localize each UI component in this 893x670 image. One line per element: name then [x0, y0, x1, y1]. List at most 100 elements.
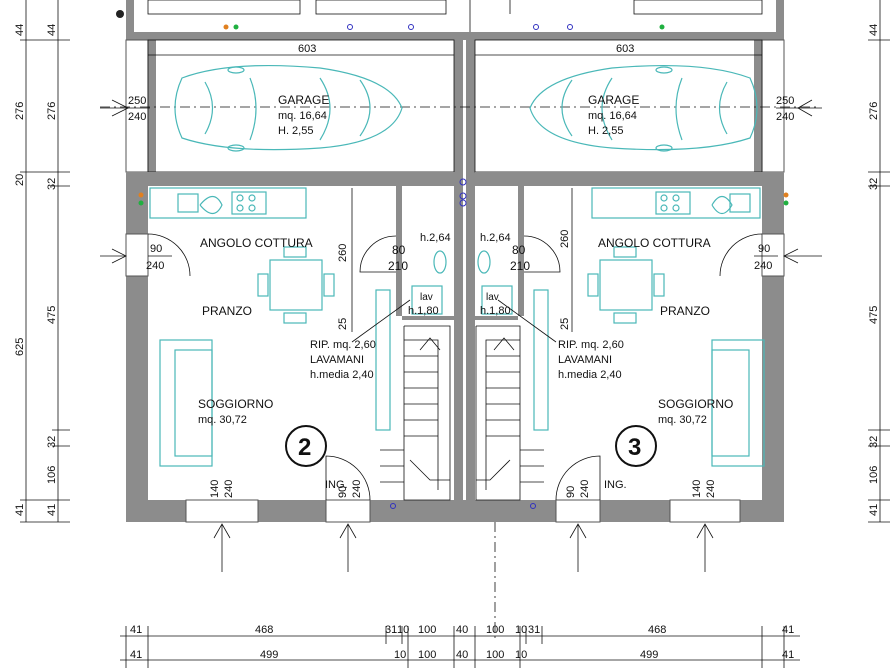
garage-width-dim-2: 603: [298, 43, 316, 55]
garage-window-h-2: 240: [128, 111, 146, 123]
bath-height-3: h.2,64: [480, 232, 511, 244]
living-area-3: mq. 30,72: [658, 414, 707, 426]
front-window-h-3: 240: [705, 480, 717, 498]
front-window-w-3: 140: [691, 480, 703, 498]
garage-window-w-2: 250: [128, 95, 146, 107]
unit-badge-3: 3: [615, 425, 657, 467]
left-dimension-lines: [20, 0, 70, 523]
unit-number-2: 2: [298, 434, 311, 461]
front-window-w-2: 140: [209, 480, 221, 498]
sofa-2: [159, 339, 213, 467]
garage-width-dim-3: 603: [616, 43, 634, 55]
ripost-line1-2: RIP. mq. 2,60: [310, 339, 376, 351]
bottom-dimension-lines: [120, 626, 800, 668]
garage-area-2: mq. 16,64: [278, 110, 327, 122]
entry-door-w-2: 90: [337, 486, 349, 498]
dining-label-2: PRANZO: [202, 304, 252, 318]
electrical-points: [138, 178, 789, 509]
bath-door-w-2: 80: [392, 243, 406, 257]
right-dim-2: 32: [868, 178, 880, 190]
bathroom-fixtures-2: [411, 250, 447, 315]
kitchen-window-w-3: 90: [758, 243, 770, 255]
left-inner-dim-4: 32: [46, 436, 58, 448]
kitchen-counter-2: [149, 187, 307, 219]
garage-area-3: mq. 16,64: [588, 110, 637, 122]
unit-number-3: 3: [628, 434, 641, 461]
right-dim-1: 276: [868, 102, 880, 120]
main-walls: [126, 182, 784, 522]
storage-dim-260-3: 260: [559, 230, 571, 248]
bath-door-h-2: 210: [388, 259, 408, 273]
bottom-dim-r1-2: 31: [385, 624, 397, 636]
garage-walls: [125, 39, 785, 186]
bottom-dim-r2-2: 10: [394, 649, 406, 661]
left-outer-dim-1: 276: [14, 102, 26, 120]
storage-dim-25-3: 25: [559, 318, 571, 330]
garage-height-3: H. 2,55: [588, 125, 623, 137]
entry-door-h-3: 240: [579, 480, 591, 498]
bottom-dim-r2-1: 499: [260, 649, 278, 661]
living-label-3: SOGGIORNO: [658, 397, 733, 411]
left-outer-dim-0: 44: [14, 24, 26, 36]
stairs-3: [475, 325, 544, 501]
dining-table-3: [587, 246, 665, 324]
bottom-dim-r1-4: 100: [418, 624, 436, 636]
bottom-dim-r2-8: 41: [782, 649, 794, 661]
ripost-line3-3: h.media 2,40: [558, 369, 622, 381]
right-dimension-lines: [868, 0, 890, 523]
kitchen-window-h-3: 240: [754, 260, 772, 272]
bottom-dim-r2-0: 41: [130, 649, 142, 661]
storage-dim-25-2: 25: [337, 318, 349, 330]
bottom-dim-r2-7: 499: [640, 649, 658, 661]
bathroom-fixtures-3: [477, 250, 513, 315]
car-icon-right: [529, 64, 758, 152]
ripost-line1-3: RIP. mq. 2,60: [558, 339, 624, 351]
entry-label-3: ING.: [604, 479, 627, 491]
right-dim-6: 41: [868, 504, 880, 516]
kitchen-window-w-2: 90: [150, 243, 162, 255]
kitchen-label-3: ANGOLO COTTURA: [598, 236, 711, 250]
ripost-line3-2: h.media 2,40: [310, 369, 374, 381]
bottom-dim-r1-8: 31: [528, 624, 540, 636]
left-inner-dim-2: 32: [46, 178, 58, 190]
right-dim-5: 106: [868, 466, 880, 484]
bottom-dim-r1-10: 41: [782, 624, 794, 636]
ripost-line2-2: LAVAMANI: [310, 354, 364, 366]
upper-building-fragment: [116, 0, 784, 40]
bottom-dim-r1-3: 10: [397, 624, 409, 636]
bottom-dim-r1-5: 40: [456, 624, 468, 636]
kitchen-counter-3: [591, 187, 761, 219]
garage-name-2: GARAGE: [278, 93, 329, 107]
lav-label-2: lav: [420, 292, 433, 303]
bath-low-3: h.1,80: [480, 305, 511, 317]
storage-dim-260-2: 260: [337, 244, 349, 262]
left-outer-dim-4: 41: [14, 504, 26, 516]
right-dim-4: 32: [868, 436, 880, 448]
left-inner-dim-6: 41: [46, 504, 58, 516]
bottom-dim-r2-5: 100: [486, 649, 504, 661]
left-outer-dim-2: 20: [14, 174, 26, 186]
bottom-dim-r1-1: 468: [255, 624, 273, 636]
kitchen-window-h-2: 240: [146, 260, 164, 272]
garage-name-3: GARAGE: [588, 93, 639, 107]
bath-door-h-3: 210: [510, 259, 530, 273]
stairs-2: [380, 325, 451, 501]
ripost-line2-3: LAVAMANI: [558, 354, 612, 366]
garage-window-h-3: 240: [776, 111, 794, 123]
bottom-dim-r2-6: 10: [515, 649, 527, 661]
lav-label-3: lav: [486, 292, 499, 303]
sofa-3: [711, 339, 765, 467]
bath-door-w-3: 80: [512, 243, 526, 257]
entry-door-h-2: 240: [351, 480, 363, 498]
garage-height-2: H. 2,55: [278, 125, 313, 137]
kitchen-label-2: ANGOLO COTTURA: [200, 236, 313, 250]
left-outer-dim-3: 625: [14, 338, 26, 356]
entry-label-2: ING.: [325, 479, 348, 491]
left-inner-dim-1: 276: [46, 102, 58, 120]
bottom-dim-r1-9: 468: [648, 624, 666, 636]
living-area-2: mq. 30,72: [198, 414, 247, 426]
living-label-2: SOGGIORNO: [198, 397, 273, 411]
right-dim-0: 44: [868, 24, 880, 36]
bottom-dim-r1-6: 100: [486, 624, 504, 636]
unit-badge-2: 2: [285, 425, 327, 467]
